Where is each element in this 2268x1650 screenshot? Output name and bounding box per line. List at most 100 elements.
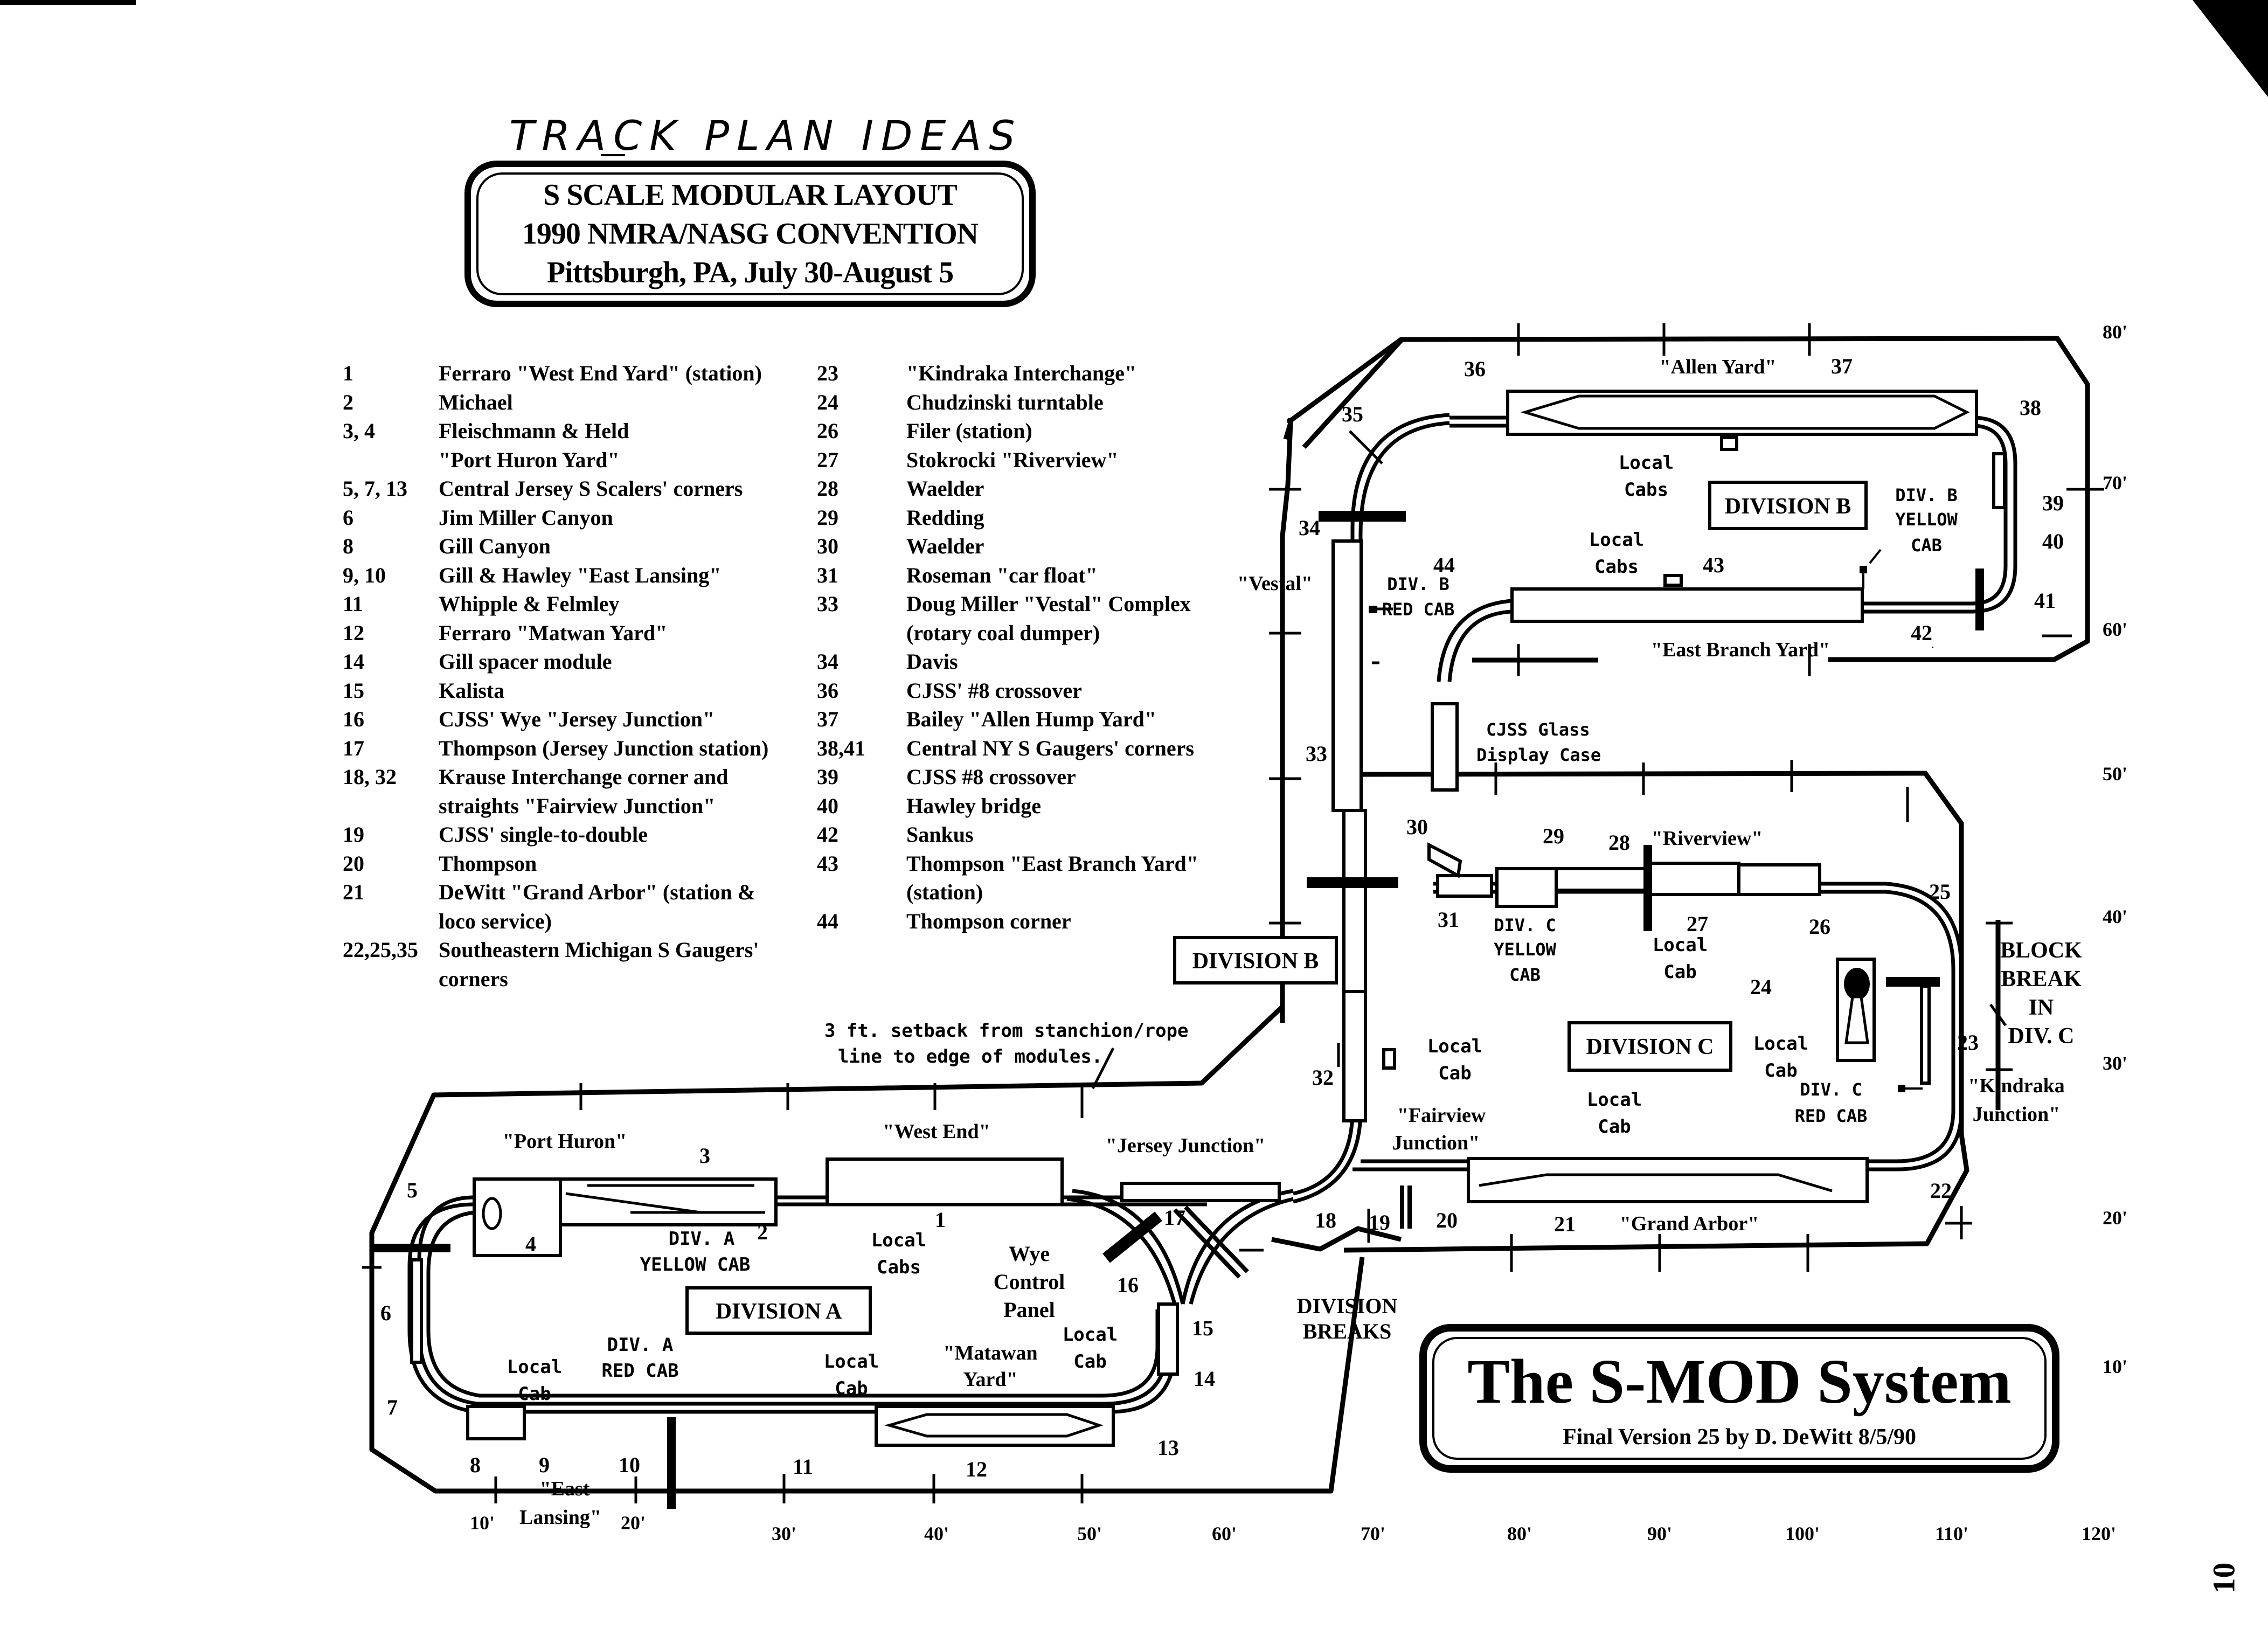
- module-waelder-28: [1555, 867, 1649, 892]
- legend-description: Sankus: [906, 822, 974, 847]
- x-axis-label: 40': [924, 1523, 949, 1544]
- module-east-branch-yard: [1510, 587, 1864, 623]
- module-jersey-junction: [1120, 1182, 1281, 1202]
- legend-description: Thompson: [439, 851, 537, 876]
- footer-title: The S-MOD System: [1467, 1346, 2012, 1417]
- outline-b-entry: [1302, 338, 1403, 449]
- legend-description: Central Jersey S Scalers' corners: [439, 476, 743, 501]
- legend-description: Thompson "East Branch Yard": [906, 851, 1198, 876]
- legend-number: 28: [817, 476, 838, 501]
- division-c-box: [1568, 1021, 1732, 1072]
- corridor-crossover: [1349, 430, 1383, 664]
- block-break-2: BREAK: [2001, 967, 2082, 992]
- module-number-35: 35: [1342, 402, 1363, 426]
- legend-number: 17: [343, 736, 364, 760]
- module-number-2: 2: [757, 1220, 768, 1244]
- local-cab-label: Local: [871, 1230, 926, 1251]
- division-break-bar-a-south: [667, 1417, 676, 1509]
- division-b-track: [1437, 390, 2017, 682]
- local-cab-label: Local: [1587, 1089, 1642, 1111]
- div-c-yellow-cab-3: CAB: [1509, 965, 1541, 985]
- legend-number: 8: [343, 534, 353, 558]
- block-break-pointer: [1989, 1003, 2007, 1027]
- div-c-yellow-cab-2: YELLOW: [1494, 939, 1556, 960]
- module-number-38: 38: [2020, 396, 2041, 420]
- div-b-red-cab-1: DIV. B: [1387, 574, 1449, 594]
- y-axis-label: 70': [2103, 472, 2127, 494]
- legend-number: 38,41: [817, 736, 865, 760]
- x-axis-label: 60': [1212, 1523, 1237, 1544]
- local-cab-label-2: Cabs: [1594, 556, 1639, 578]
- legend-description: Hawley bridge: [906, 793, 1041, 818]
- scan-corner-shadow: [2193, 0, 2268, 97]
- legend-number: 21: [343, 880, 364, 904]
- x-axis-label: 110': [1935, 1523, 1968, 1544]
- legend-description: Fleischmann & Held: [439, 419, 629, 443]
- legend-description: CJSS' Wye "Jersey Junction": [439, 707, 715, 731]
- module-crossover-39: [1992, 452, 2006, 509]
- legend-number: 34: [817, 649, 838, 674]
- x-axis-labels: 10'20'30'40'50'60'70'80'90'100'110'120': [470, 1512, 2116, 1544]
- module-number-44: 44: [1433, 553, 1455, 577]
- div-b-red-cab-plug: [1369, 606, 1377, 613]
- local-cab-label: Local: [1619, 452, 1674, 474]
- division-break-bar-28: [1643, 845, 1652, 931]
- module-waelder-30: [1427, 842, 1462, 878]
- local-cab-label-2: Cab: [1598, 1116, 1631, 1138]
- legend-number: 23: [817, 361, 838, 385]
- division-breaks-2: BREAKS: [1303, 1319, 1392, 1343]
- legend-number: 24: [817, 390, 838, 414]
- legend-description: CJSS' #8 crossover: [906, 678, 1082, 703]
- place-kindraka-2: Junction": [1973, 1103, 2061, 1126]
- outline-division-breaks: [1271, 1226, 1402, 1252]
- local-cab-label: Local: [507, 1356, 562, 1378]
- module-number-31: 31: [1438, 907, 1459, 932]
- legend-entry: 21 DeWitt "Grand Arbor" (station &: [343, 878, 817, 907]
- legend-entry: 23 "Kindraka Interchange": [817, 359, 1237, 388]
- module-number-40: 40: [2042, 529, 2064, 553]
- footer-subtitle: Final Version 25 by D. DeWitt 8/5/90: [1562, 1425, 1917, 1450]
- setback-note-1: 3 ft. setback from stanchion/rope: [824, 1020, 1189, 1042]
- local-cab-label: Local: [1589, 529, 1644, 551]
- legend-number: 16: [343, 707, 364, 731]
- module-number-3: 3: [699, 1143, 710, 1168]
- module-redding: [1495, 867, 1558, 908]
- legend-description: "Kindraka Interchange": [906, 361, 1137, 385]
- local-cab-label-2: Cab: [1438, 1063, 1471, 1084]
- legend-description: Davis: [906, 649, 958, 674]
- legend-description: Doug Miller "Vestal" Complex: [906, 592, 1191, 616]
- legend-number: 15: [343, 678, 364, 703]
- legend-entry: (rotary coal dumper): [817, 619, 1237, 648]
- legend-number: 3, 4: [343, 419, 375, 443]
- module-boundary-ticks: [362, 323, 2104, 1503]
- module-number-32: 32: [1312, 1065, 1334, 1090]
- div-c-red-cab-plug: [1898, 1085, 1905, 1092]
- div-a-yellow-cab-2: YELLOW CAB: [640, 1254, 751, 1275]
- legend-number: 29: [817, 505, 838, 530]
- y-axis-label: 50': [2103, 763, 2127, 785]
- legend-description: CJSS' single-to-double: [439, 822, 648, 847]
- place-east-lansing-1: "East: [540, 1478, 590, 1500]
- module-number-30: 30: [1406, 815, 1428, 839]
- module-number-1: 1: [935, 1208, 946, 1232]
- module-kalista: [1157, 1302, 1179, 1376]
- grand-arbor-ladder: [1479, 1173, 1833, 1193]
- local-cab-label: Local: [1063, 1324, 1118, 1346]
- legend-description: DeWitt "Grand Arbor" (station &: [439, 880, 756, 904]
- track-b-outer: [1449, 415, 2017, 614]
- division-a-box: [685, 1286, 872, 1335]
- legend-description: Michael: [439, 390, 513, 414]
- x-axis-label: 20': [621, 1512, 646, 1534]
- legend-description: Gill Canyon: [439, 534, 551, 558]
- legend-entry: corners: [343, 965, 817, 994]
- legend-entry: 34 Davis: [817, 647, 1237, 676]
- legend-description: CJSS #8 crossover: [906, 765, 1076, 789]
- module-number-13: 13: [1157, 1436, 1179, 1460]
- module-number-36: 36: [1464, 357, 1486, 381]
